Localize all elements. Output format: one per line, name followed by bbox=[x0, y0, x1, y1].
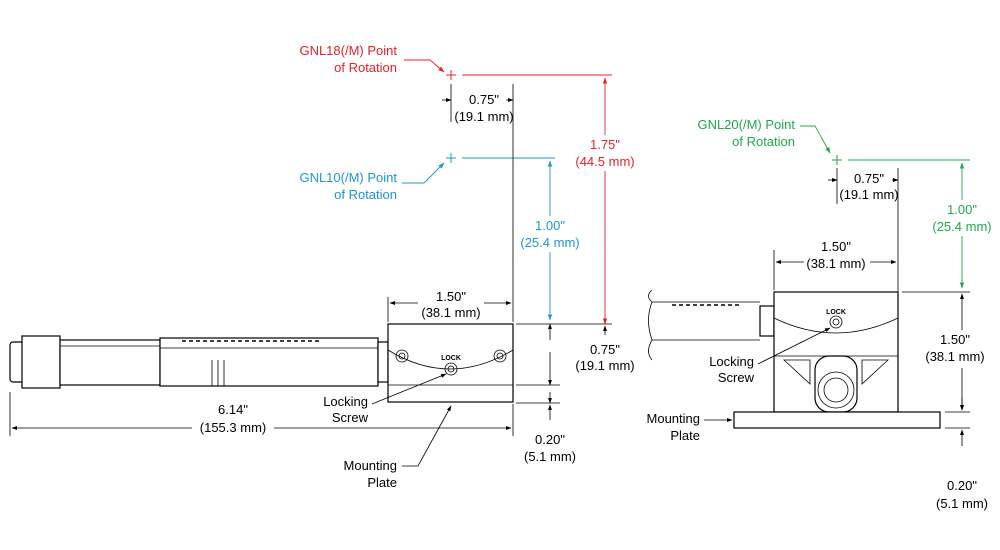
break-line bbox=[648, 289, 653, 361]
right-locking-screw-label-line1: Locking bbox=[709, 354, 754, 369]
dim-614-label-bg bbox=[192, 402, 274, 438]
gnl18-rotation-point-icon bbox=[446, 70, 456, 80]
left-view: GNL18(/M) Point of Rotation 1.75" (44.5 … bbox=[9, 43, 636, 490]
mounting-plate-leader bbox=[402, 405, 452, 467]
locking-screw-label-line2: Screw bbox=[332, 410, 369, 425]
dim-075-right-inch: 0.75" bbox=[854, 171, 884, 186]
dim-100-right-mm: (25.4 mm) bbox=[932, 219, 991, 234]
dim-150-inch: 1.50" bbox=[436, 289, 466, 304]
stage-curve bbox=[387, 349, 514, 370]
right-mounting-plate-label-line1: Mounting bbox=[647, 411, 700, 426]
stage-screw-right-icon bbox=[493, 349, 507, 363]
dim-075-side-mm: (19.1 mm) bbox=[575, 358, 634, 373]
dim-150-right-side-inch: 1.50" bbox=[940, 332, 970, 347]
right-bearing-outer-icon bbox=[817, 371, 855, 409]
gnl20-label-line1: GNL20(/M) Point bbox=[697, 117, 795, 132]
dim-100-mm: (25.4 mm) bbox=[520, 235, 579, 250]
micrometer-thimble bbox=[21, 335, 61, 389]
gnl10-rotation-point-icon bbox=[446, 153, 456, 163]
gnl20-leader bbox=[800, 125, 831, 154]
gnl10-leader bbox=[402, 162, 445, 184]
goniometer-stage-right: LOCK bbox=[733, 291, 941, 429]
right-mounting-plate bbox=[733, 411, 941, 429]
dim-175-inch: 1.75" bbox=[590, 137, 620, 152]
micrometer-collar bbox=[377, 341, 389, 383]
dim-150-mm: (38.1 mm) bbox=[421, 305, 480, 320]
micrometer-actuator bbox=[9, 335, 389, 389]
gnl10-label-line2: of Rotation bbox=[334, 187, 397, 202]
dim-020-right-inch: 0.20" bbox=[947, 478, 977, 493]
right-view: GNL20(/M) Point of Rotation 1.00" (25.4 … bbox=[647, 117, 996, 511]
dim-075-top-label-bg bbox=[462, 93, 506, 107]
right-bearing bbox=[814, 355, 858, 413]
gnl10-label-line1: GNL10(/M) Point bbox=[299, 170, 397, 185]
dim-175-label-bg bbox=[574, 135, 636, 171]
right-actuator-stub bbox=[648, 289, 775, 361]
dim-614-inch: 6.14" bbox=[218, 402, 248, 417]
locking-screw-label-line1: Locking bbox=[323, 394, 368, 409]
dim-075-top-mm: (19.1 mm) bbox=[454, 109, 513, 124]
locking-screw-icon bbox=[444, 362, 458, 376]
gnl18-label-line1: GNL18(/M) Point bbox=[299, 43, 397, 58]
dim-150-right-top-mm: (38.1 mm) bbox=[806, 256, 865, 271]
gnl20-label-line2: of Rotation bbox=[732, 134, 795, 149]
dim-100-right-inch: 1.00" bbox=[947, 202, 977, 217]
dim-175-mm: (44.5 mm) bbox=[575, 154, 634, 169]
dim-150-label-bg bbox=[418, 290, 484, 326]
stage-lock-engraving: LOCK bbox=[441, 355, 461, 362]
dim-075-top-inch: 0.75" bbox=[469, 92, 499, 107]
right-collar bbox=[759, 305, 775, 337]
gnl18-label-line2: of Rotation bbox=[334, 60, 397, 75]
dim-020-mm: (5.1 mm) bbox=[524, 449, 576, 464]
right-locking-screw-leader bbox=[757, 327, 831, 365]
dim-020-right-mm: (5.1 mm) bbox=[936, 496, 988, 511]
stage-screw-left-icon bbox=[395, 349, 409, 363]
dim-150-right-side-mm: (38.1 mm) bbox=[925, 349, 984, 364]
gnl20-rotation-point-icon bbox=[832, 155, 842, 165]
dim-100-inch: 1.00" bbox=[535, 218, 565, 233]
mounting-plate-label-line2: Plate bbox=[367, 475, 397, 490]
right-locking-screw-label-line2: Screw bbox=[718, 370, 755, 385]
dim-614-mm: (155.3 mm) bbox=[200, 420, 266, 435]
right-lock-engraving: LOCK bbox=[826, 309, 846, 316]
dim-100-right-label-bg bbox=[930, 200, 996, 236]
dim-075-side-inch: 0.75" bbox=[590, 342, 620, 357]
right-mounting-plate-label-line2: Plate bbox=[670, 428, 700, 443]
mounting-plate-label-line1: Mounting bbox=[344, 458, 397, 473]
right-locking-screw-icon bbox=[829, 315, 843, 329]
micrometer-sleeve bbox=[59, 339, 161, 386]
micrometer-barrel bbox=[159, 337, 379, 387]
locking-screw-leader bbox=[371, 373, 447, 405]
dim-020-inch: 0.20" bbox=[535, 432, 565, 447]
gnl18-leader bbox=[404, 59, 445, 73]
dim-075-right-mm: (19.1 mm) bbox=[839, 187, 898, 202]
dim-150-right-top-inch: 1.50" bbox=[821, 239, 851, 254]
dim-100-label-bg bbox=[517, 216, 583, 252]
